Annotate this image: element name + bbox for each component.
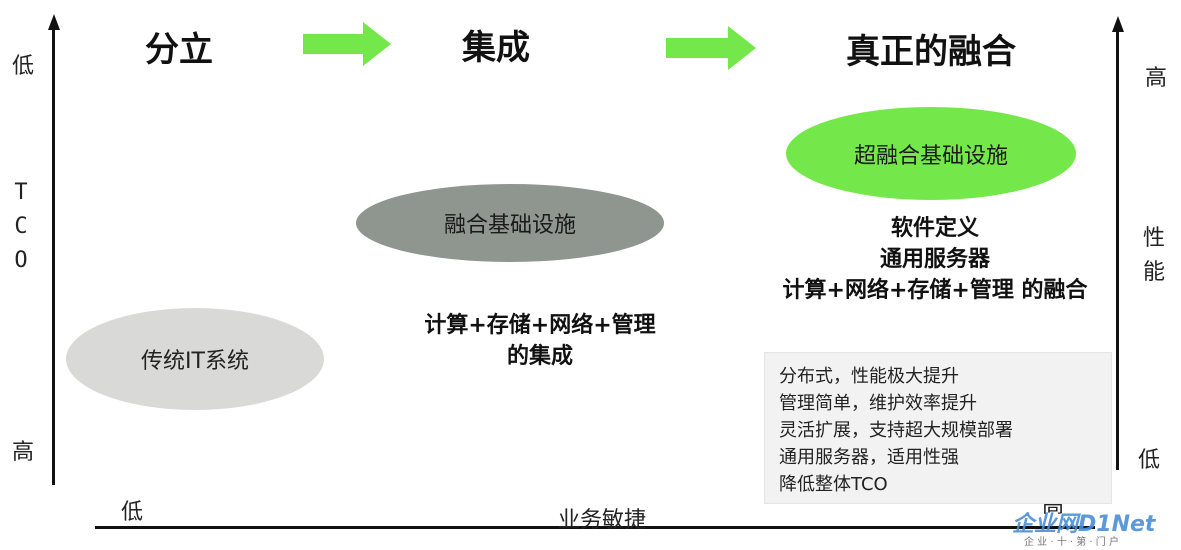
- integration-description-line: 的集成: [506, 344, 573, 369]
- ellipse-hyperconverged-infrastructure-label: 超融合基础设施: [853, 143, 1008, 169]
- arrow-right-icon: [303, 22, 391, 66]
- fusion-description-line: 通用服务器: [879, 247, 990, 272]
- benefit-item: 通用服务器，适用性强: [779, 447, 959, 468]
- benefit-item: 降低整体TCO: [779, 474, 888, 495]
- ellipse-converged-infrastructure-label: 融合基础设施: [443, 213, 576, 238]
- integration-description: 计算+存储+网络+管理 的集成: [394, 310, 686, 372]
- benefit-item: 分布式，性能极大提升: [779, 366, 959, 387]
- watermark-subtitle: 企 业 · 十 · 第 · 门 户: [1024, 537, 1119, 548]
- stage-separate: 分立: [145, 30, 213, 70]
- right-axis-title: 性能: [1143, 226, 1166, 285]
- left-axis-top-label: 低: [12, 54, 35, 79]
- fusion-description-line: 软件定义: [890, 216, 979, 241]
- bottom-axis-line: [95, 526, 1095, 529]
- benefit-item: 灵活扩展，支持超大规模部署: [779, 420, 1013, 441]
- right-axis-top-label: 高: [1145, 66, 1168, 91]
- right-axis-line: [1116, 32, 1119, 470]
- left-axis-arrow-icon: [47, 14, 60, 30]
- left-axis-line: [52, 30, 55, 485]
- fusion-description: 软件定义 通用服务器 计算+网络+存储+管理 的融合: [746, 213, 1124, 306]
- stage-integration: 集成: [462, 28, 530, 68]
- right-axis-arrow-icon: [1111, 16, 1124, 32]
- bottom-axis-left-label: 低: [121, 500, 144, 525]
- ellipse-traditional-it: 传统IT系统: [66, 308, 324, 410]
- benefit-item: 管理简单，维护效率提升: [779, 393, 977, 414]
- arrow-right-icon: [666, 26, 756, 70]
- right-axis-bottom-label: 低: [1138, 448, 1161, 473]
- fusion-description-line: 计算+网络+存储+管理 的融合: [782, 278, 1088, 303]
- watermark-brand: 企业网D1Net: [1012, 512, 1156, 537]
- benefits-box: 分布式，性能极大提升 管理简单，维护效率提升 灵活扩展，支持超大规模部署 通用服…: [764, 352, 1112, 504]
- bottom-axis-title: 业务敏捷: [558, 508, 647, 533]
- ellipse-traditional-it-label: 传统IT系统: [141, 349, 249, 374]
- ellipse-converged-infrastructure: 融合基础设施: [356, 184, 664, 262]
- left-axis-title: TCO: [14, 180, 28, 273]
- stage-true-fusion: 真正的融合: [846, 32, 1016, 72]
- integration-description-line: 计算+存储+网络+管理: [424, 313, 656, 338]
- ellipse-hyperconverged-infrastructure: 超融合基础设施: [786, 107, 1076, 200]
- left-axis-bottom-label: 高: [12, 440, 35, 465]
